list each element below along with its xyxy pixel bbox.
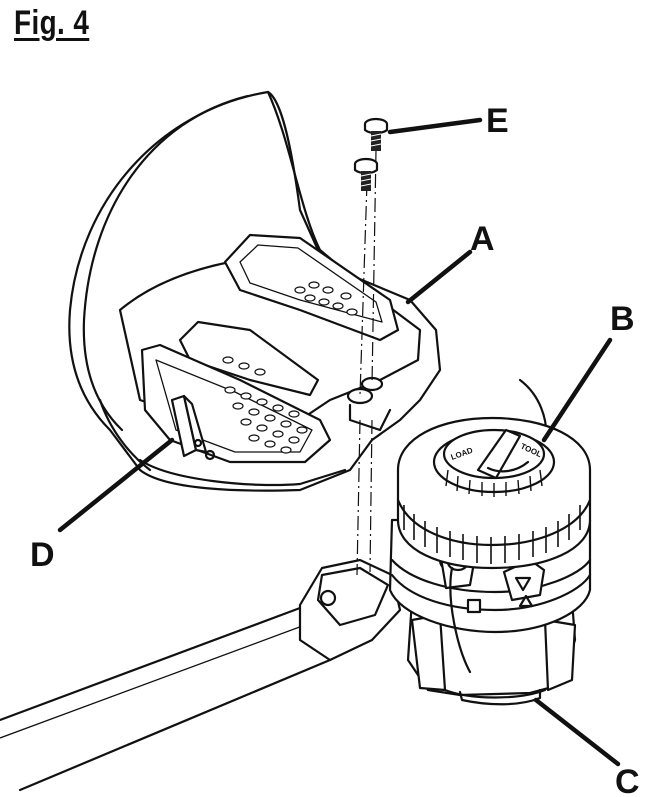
leader-E bbox=[387, 117, 483, 135]
guard-vent-holes bbox=[222, 281, 358, 454]
leader-C bbox=[533, 697, 621, 767]
callout-B: B bbox=[610, 300, 635, 338]
leader-D bbox=[57, 437, 175, 533]
spool-cap: LOAD TOOL bbox=[396, 416, 592, 570]
leader-lines bbox=[57, 117, 621, 767]
callout-A: A bbox=[470, 220, 495, 258]
screw-upper bbox=[363, 117, 389, 151]
figure-title: Fig. 4 bbox=[14, 4, 90, 42]
screw-lower bbox=[353, 157, 379, 191]
guard bbox=[68, 90, 442, 492]
screws bbox=[353, 117, 389, 191]
leader-B bbox=[541, 337, 613, 443]
callout-C: C bbox=[615, 763, 640, 797]
guard-screw-boss bbox=[346, 376, 392, 432]
alignment-lines bbox=[356, 149, 377, 576]
trimmer-shaft bbox=[0, 606, 332, 792]
leader-A bbox=[405, 249, 473, 305]
line-cutter-blade bbox=[170, 394, 216, 461]
motor-housing bbox=[298, 558, 402, 662]
callout-D: D bbox=[30, 536, 55, 574]
callout-E: E bbox=[486, 102, 509, 140]
